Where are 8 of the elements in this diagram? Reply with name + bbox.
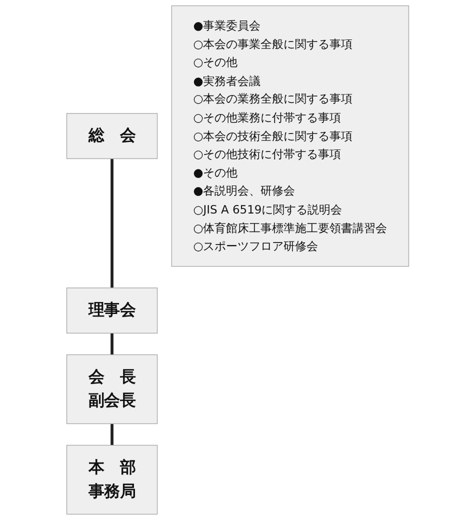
connector bbox=[110, 158, 114, 288]
connector bbox=[110, 424, 114, 446]
connector bbox=[110, 333, 114, 355]
node-box: 総 会 bbox=[66, 113, 158, 160]
node-box: 本 部 事務局 bbox=[66, 444, 158, 515]
node-box: 会 長 副会長 bbox=[66, 354, 158, 424]
node-box: ●事業委員会 ○本会の事業全般に関する事項 ○その他 ●実務者会議 ○本会の業務全般に関する事項 ○その他業務に付帯する事項 ○本会の技術全般に関する事項 ○その他技術に付帯する事項 ●その他 ●各説明会、研修会 ○JIS A 6519に関する説明会 ○体育館床工事標準施工要領書講習会 ○スポーツフロア研修会 bbox=[172, 5, 410, 267]
node-box: 理事会 bbox=[66, 288, 158, 334]
